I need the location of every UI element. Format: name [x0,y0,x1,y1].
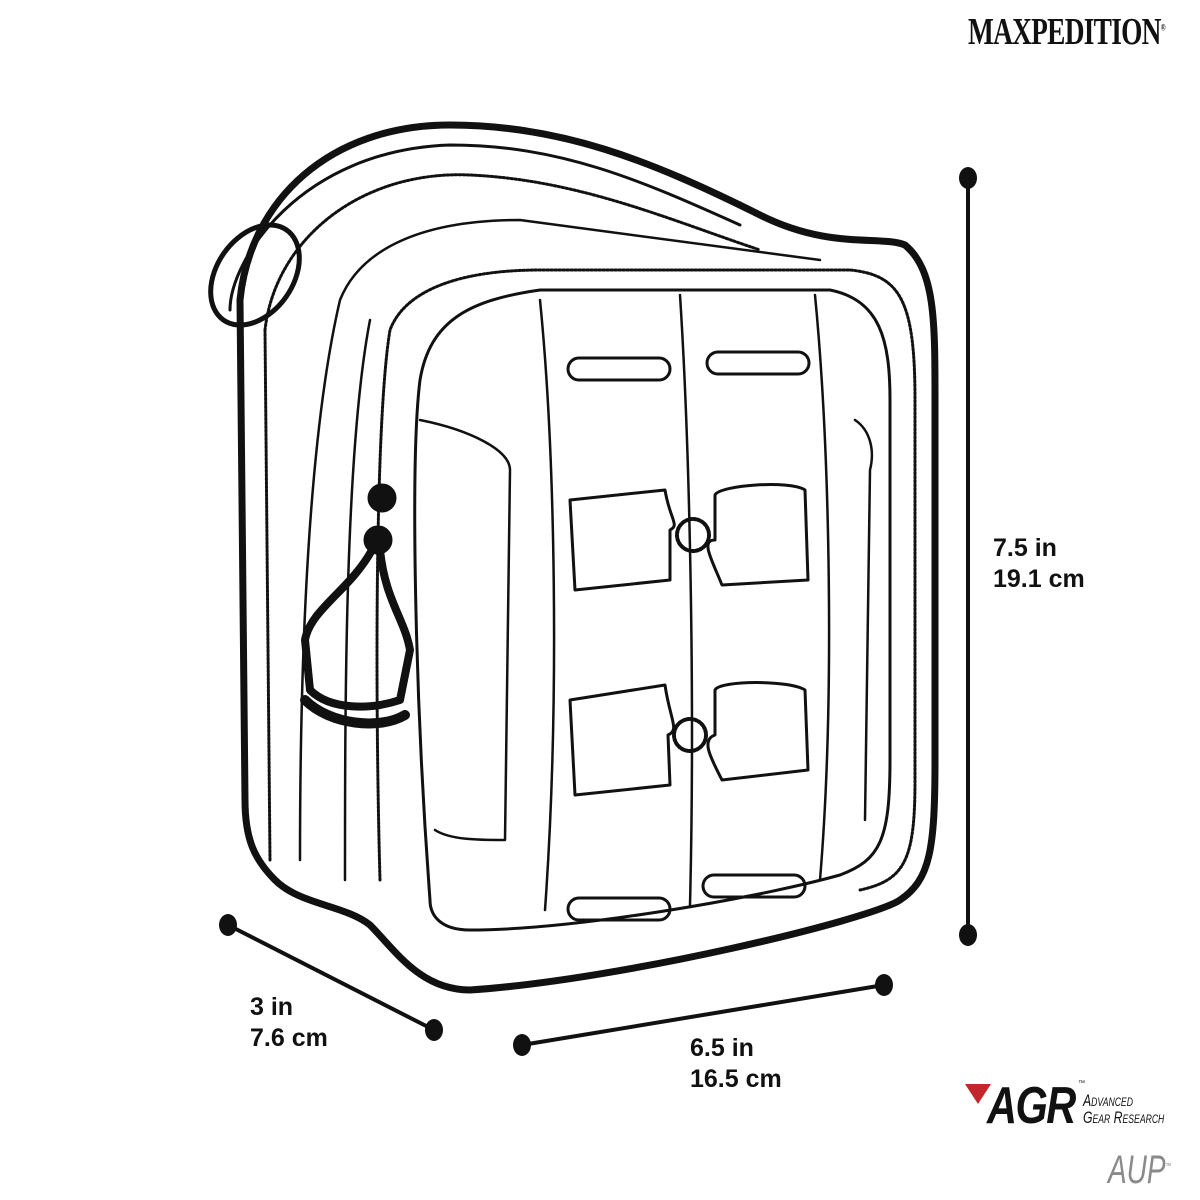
product-trademark: ™ [1165,1161,1172,1171]
width-imperial: 6.5 in [690,1034,754,1062]
product-name-text: AUP [1108,1148,1166,1192]
width-metric: 16.5 cm [690,1065,782,1093]
maxpedition-logo: MAXPEDITION® [968,10,1166,54]
agr-line2: Gear Research [1083,1108,1165,1127]
agr-line1: Advanced [1083,1091,1133,1110]
product-name: AUP™ [1108,1148,1171,1193]
depth-dimension-label: 3 in 7.6 cm [250,992,328,1054]
depth-imperial: 3 in [250,993,294,1021]
width-dimension-label: 6.5 in 16.5 cm [690,1033,782,1095]
height-metric: 19.1 cm [993,565,1085,593]
agr-mark: AGR [987,1077,1076,1135]
depth-metric: 7.6 cm [250,1024,328,1052]
height-imperial: 7.5 in [993,534,1057,562]
height-dimension-label: 7.5 in 19.1 cm [993,533,1085,595]
agr-subtitle: Advanced Gear Research [1083,1092,1164,1126]
registered-mark: ® [1160,22,1166,33]
agr-trademark: ™ [1078,1080,1085,1087]
red-triangle-icon [965,1084,991,1104]
zipper-pull-icon [300,483,414,729]
logo-text: MAXPEDITION [968,11,1161,53]
